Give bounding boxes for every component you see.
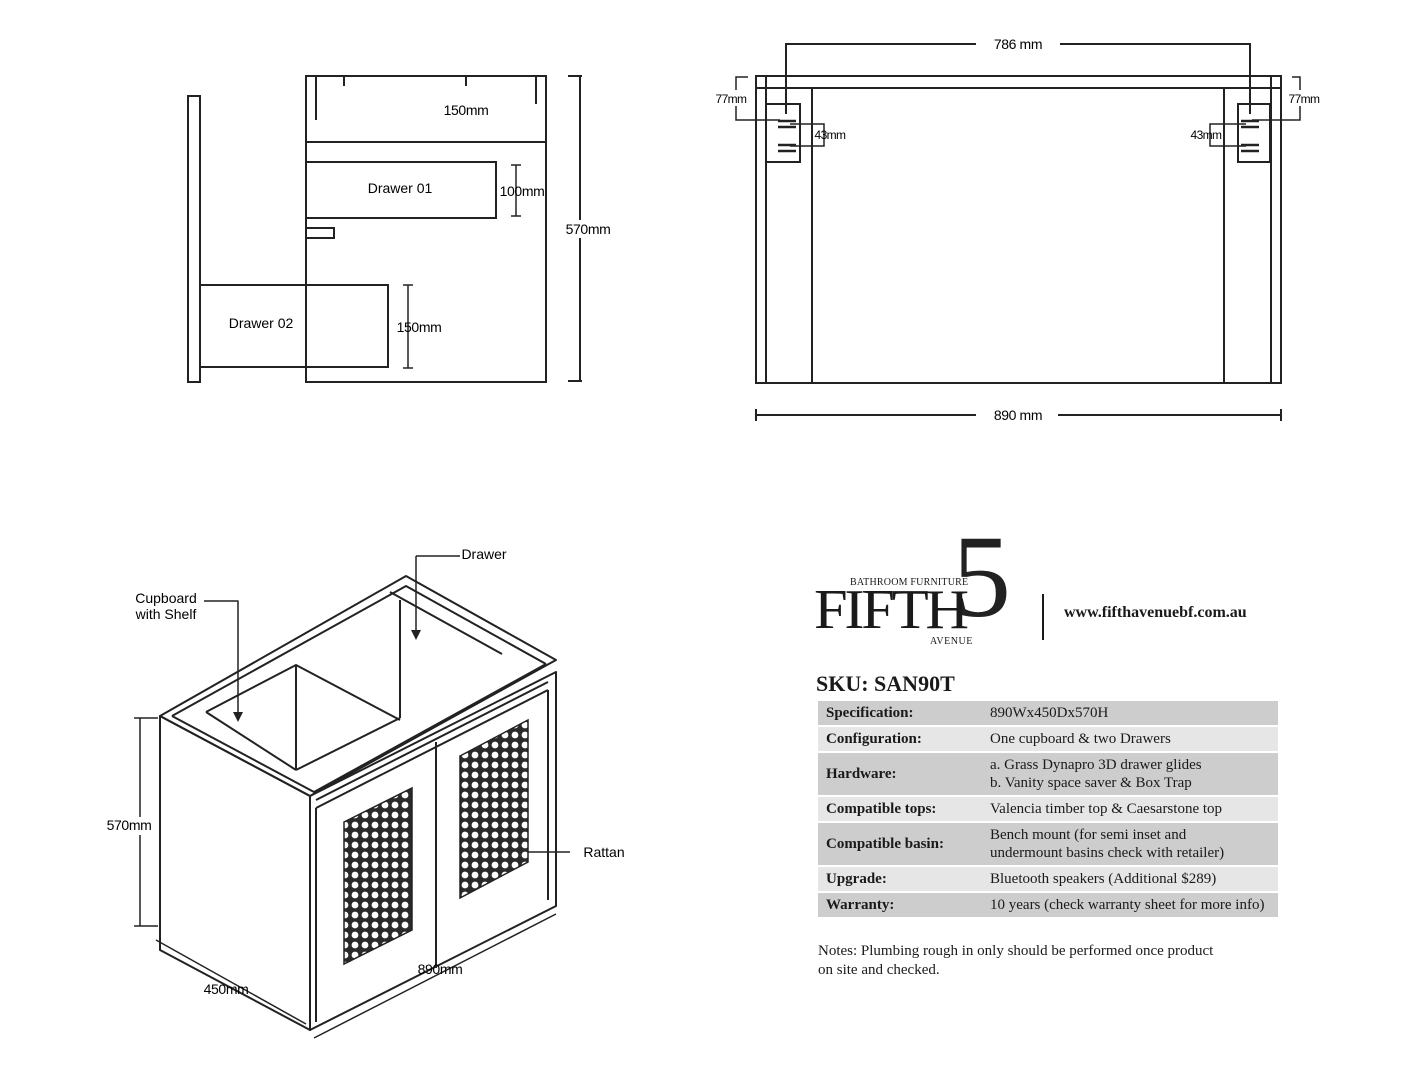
- brand-divider: [1042, 594, 1044, 640]
- spec-value: One cupboard & two Drawers: [982, 727, 1278, 751]
- spec-row: Compatible basin:Bench mount (for semi i…: [818, 823, 1278, 865]
- spec-row: Specification:890Wx450Dx570H: [818, 701, 1278, 725]
- spec-value: Bluetooth speakers (Additional $289): [982, 867, 1278, 891]
- spec-value: a. Grass Dynapro 3D drawer glides b. Van…: [982, 753, 1278, 795]
- iso-cupboard-label-line1: Cupboard: [135, 590, 197, 606]
- brand-main-text: FIFTH: [814, 579, 969, 641]
- rattan-panel-right: [459, 718, 529, 900]
- side-dim-drawer-02: 150mm: [397, 319, 442, 335]
- spec-label: Upgrade:: [818, 867, 982, 891]
- spec-value: 10 years (check warranty sheet for more …: [982, 893, 1278, 917]
- drawer-02-label: Drawer 02: [229, 315, 294, 331]
- iso-cupboard-label-line2: with Shelf: [135, 606, 197, 622]
- sku-heading: SKU: SAN90T: [816, 671, 955, 696]
- spec-label: Configuration:: [818, 727, 982, 751]
- side-dim-top: 150mm: [444, 102, 489, 118]
- plan-dim-890: 890 mm: [994, 407, 1042, 423]
- spec-row: Hardware:a. Grass Dynapro 3D drawer glid…: [818, 753, 1278, 795]
- brand-sub-text: AVENUE: [930, 636, 973, 647]
- iso-rattan-label: Rattan: [583, 844, 624, 860]
- spec-label: Warranty:: [818, 893, 982, 917]
- plan-dim-786: 786 mm: [994, 36, 1042, 52]
- spec-value: 890Wx450Dx570H: [982, 701, 1278, 725]
- spec-label: Compatible tops:: [818, 797, 982, 821]
- spec-label: Compatible basin:: [818, 823, 982, 865]
- side-view-drawing: [187, 75, 582, 383]
- iso-dim-width: 890mm: [418, 961, 463, 977]
- plan-dim-left-77: 77mm: [716, 92, 748, 106]
- brand-numeral: 5: [952, 511, 1011, 642]
- plan-dim-right-43: 43mm: [1191, 128, 1223, 142]
- spec-row: Configuration:One cupboard & two Drawers: [818, 727, 1278, 751]
- spec-row: Upgrade:Bluetooth speakers (Additional $…: [818, 867, 1278, 891]
- side-dim-drawer-01: 100mm: [500, 183, 545, 199]
- spec-row: Compatible tops:Valencia timber top & Ca…: [818, 797, 1278, 821]
- spec-label: Specification:: [818, 701, 982, 725]
- plan-dim-right-77: 77mm: [1289, 92, 1321, 106]
- rattan-panel-left: [343, 786, 413, 966]
- brand-logo: 5 BATHROOM FURNITURE FIFTH AVENUE www.fi…: [812, 518, 1282, 656]
- spec-row: Warranty:10 years (check warranty sheet …: [818, 893, 1278, 917]
- iso-drawer-label: Drawer: [461, 546, 506, 562]
- iso-dim-depth: 450mm: [204, 981, 249, 997]
- spec-value: Valencia timber top & Caesarstone top: [982, 797, 1278, 821]
- iso-dim-height: 570mm: [107, 817, 152, 833]
- spec-label: Hardware:: [818, 753, 982, 795]
- brand-url[interactable]: www.fifthavenuebf.com.au: [1064, 604, 1247, 621]
- plan-view-drawing: [735, 43, 1301, 421]
- spec-value: Bench mount (for semi inset and undermou…: [982, 823, 1278, 865]
- notes-text: Notes: Plumbing rough in only should be …: [818, 943, 1214, 978]
- drawer-01-label: Drawer 01: [368, 180, 433, 196]
- brand-small-text: BATHROOM FURNITURE: [850, 577, 969, 588]
- side-dim-height: 570mm: [566, 221, 611, 237]
- plan-dim-left-43: 43mm: [815, 128, 847, 142]
